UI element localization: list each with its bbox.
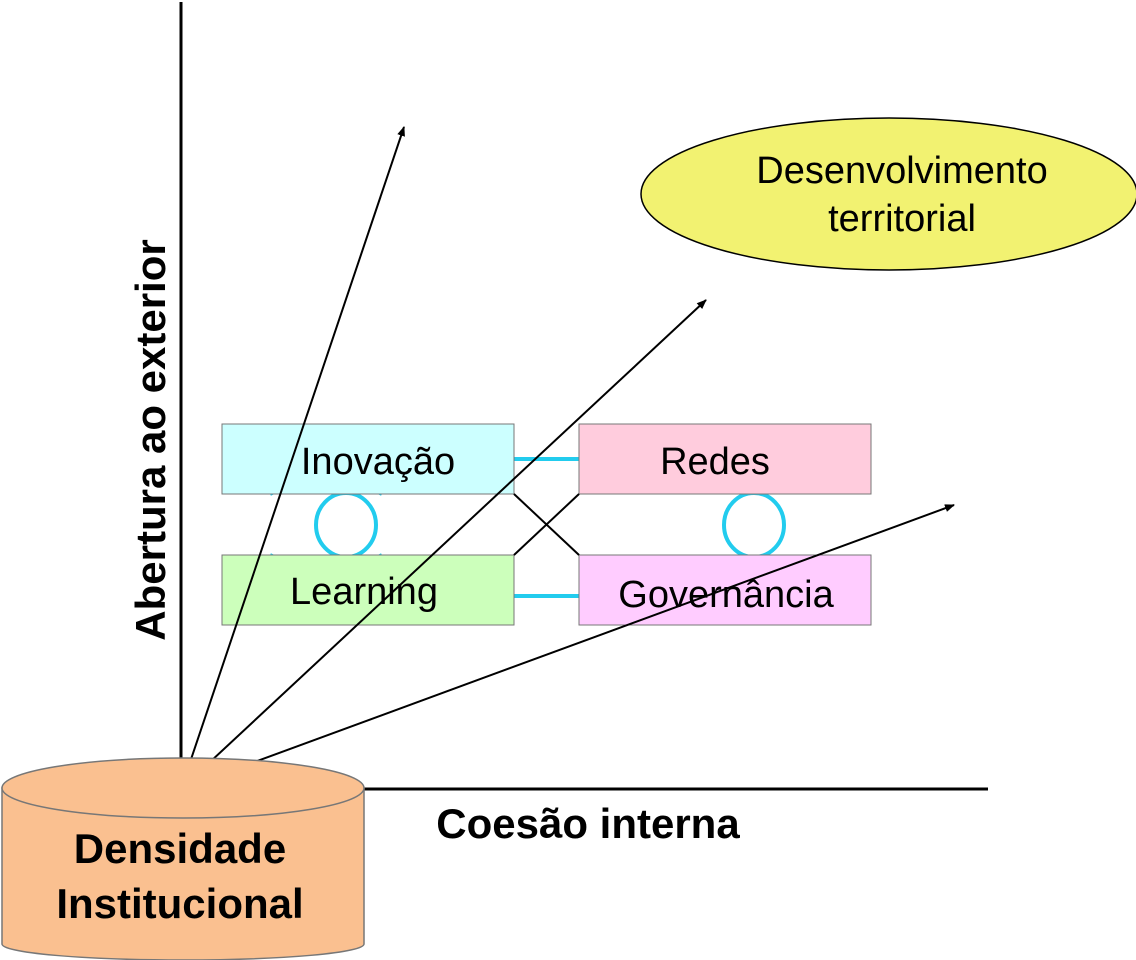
x-axis-label: Coesão interna: [436, 800, 740, 847]
base-line1: Densidade: [74, 825, 286, 872]
base-cylinder: [1, 757, 365, 960]
label-inovacao: Inovação: [301, 441, 455, 483]
y-axis-label: Abertura ao exterior: [127, 239, 174, 640]
label-governanca: Governância: [618, 574, 834, 616]
arrow-governanca: [180, 504, 955, 790]
box-redes: [578, 423, 872, 495]
base-line2: Institucional: [56, 880, 303, 927]
label-redes: Redes: [660, 441, 770, 483]
box-learning: [221, 554, 515, 626]
label-learning: Learning: [290, 571, 438, 613]
arrow-redes: [180, 299, 707, 790]
box-inovacao: [221, 423, 515, 495]
cross-line-up: [513, 493, 580, 556]
goal-line1: Desenvolvimento: [756, 150, 1047, 192]
goal-ellipse: [640, 117, 1136, 271]
goal-line2: territorial: [828, 198, 976, 240]
arrow-inovacao: [180, 126, 405, 790]
